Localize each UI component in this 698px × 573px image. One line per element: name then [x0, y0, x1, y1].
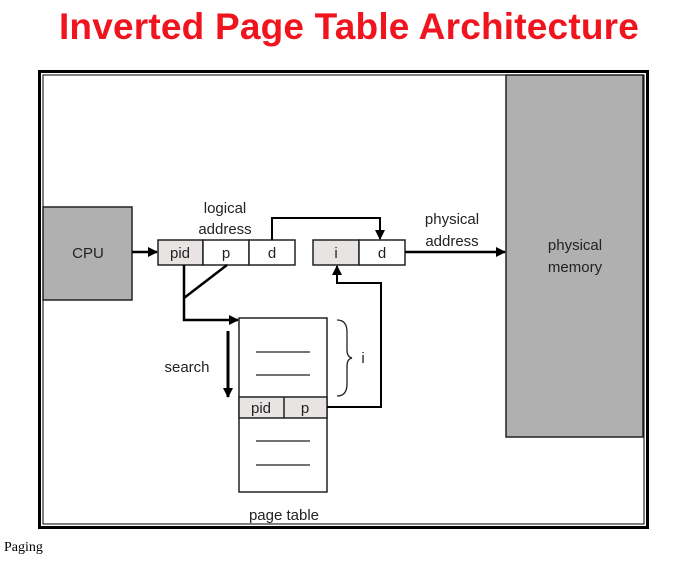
svg-text:pid: pid	[170, 245, 190, 262]
svg-text:pid: pid	[251, 400, 271, 417]
svg-text:address: address	[425, 233, 478, 250]
svg-text:CPU: CPU	[72, 245, 104, 262]
physical-memory: physical memory	[505, 74, 644, 438]
footer-text: Paging	[4, 540, 43, 555]
slide-title: Inverted Page Table Architecture	[58, 6, 640, 47]
logical-address-register: pid p d	[157, 239, 296, 266]
physical-address-register: i d	[312, 239, 406, 266]
svg-text:physical: physical	[548, 237, 602, 254]
svg-text:memory: memory	[548, 259, 603, 276]
index-label: i	[361, 350, 364, 367]
physical-address-label: physical	[425, 211, 479, 228]
svg-text:p: p	[222, 245, 230, 262]
logical-address-label: logical	[204, 200, 247, 217]
svg-text:i: i	[334, 245, 337, 262]
page-table: pid p	[238, 317, 328, 493]
page-table-label: page table	[249, 507, 319, 524]
cpu-box: CPU	[42, 206, 133, 301]
index-brace	[336, 319, 353, 397]
svg-text:d: d	[378, 245, 386, 262]
svg-text:d: d	[268, 245, 276, 262]
search-label: search	[164, 359, 209, 376]
offset-arrow	[271, 217, 385, 240]
svg-text:p: p	[301, 400, 309, 417]
lookup-arrow	[182, 265, 239, 325]
index-arrow	[327, 265, 382, 408]
svg-text:address: address	[198, 221, 251, 238]
